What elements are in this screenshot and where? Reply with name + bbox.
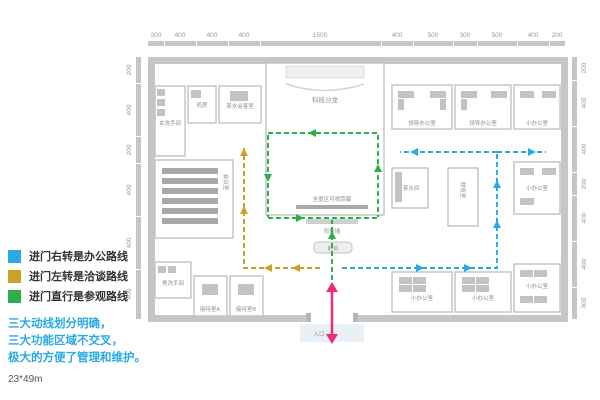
- dim-right-3: 200: [581, 178, 588, 189]
- room-label-leader-office-2: 领导办公室: [469, 119, 497, 127]
- label-front-desk: 前台: [327, 244, 339, 252]
- dim-top-2: 400: [207, 32, 218, 39]
- legend-item-tour: 进门直行是参观路线: [8, 286, 128, 306]
- room-label-meeting: 会议室: [222, 174, 230, 191]
- label-entrance: 入口: [313, 331, 324, 338]
- dim-top-0: 200: [151, 32, 162, 39]
- dim-left-3: 400: [126, 184, 133, 195]
- room-women-restroom: 女洗手间: [154, 85, 186, 157]
- room-label-small-office-top: 小办公室: [526, 119, 549, 127]
- stage-arc: [285, 83, 365, 92]
- room-label-small-office-b1: 小办公室: [411, 294, 434, 302]
- plan-size: 23*49m: [8, 374, 43, 385]
- room-small-office-mid: 小办公室: [513, 161, 561, 215]
- dim-top-1: 400: [175, 32, 186, 39]
- room-tea-room: 茶水间: [391, 167, 429, 209]
- note-line-2: 三大功能区域不交叉，: [8, 335, 123, 347]
- dim-left-2: 200: [126, 144, 133, 155]
- dim-left-0: 200: [126, 64, 133, 75]
- entrance-arrow: [326, 282, 338, 344]
- dim-top-9: 400: [528, 32, 539, 39]
- room-label-leader-office-1: 领导办公室: [408, 119, 436, 127]
- room-tea-reception: 茶水会客室: [218, 85, 262, 124]
- room-label-small-office-mid: 小办公室: [526, 184, 549, 192]
- room-label-small-office-b3: 小办公室: [526, 282, 549, 290]
- room-label-finance: 财务室: [459, 182, 467, 199]
- route-negotiation-arrows: [240, 148, 300, 272]
- room-machine: 机房: [187, 85, 217, 124]
- room-label-reception-b: 接待室B: [236, 305, 257, 313]
- label-panorama-screen: 全景区可视荧幕: [313, 195, 352, 203]
- dimension-labels-top: 200 400 400 400 1500 400 500 300 500 400…: [151, 32, 563, 39]
- dim-left-5: 400: [126, 288, 133, 299]
- room-label-machine: 机房: [196, 101, 208, 109]
- note-line-1: 三大动线划分明确，: [8, 318, 112, 330]
- room-label-small-office-b2: 小办公室: [472, 294, 495, 302]
- dim-right-4: 400: [581, 212, 588, 223]
- room-small-office-b2: 小办公室: [454, 271, 512, 313]
- room-finance: 财务室: [447, 167, 479, 227]
- room-label-tea-reception: 茶水会客室: [226, 102, 254, 110]
- legend-item-office: 进门右转是办公路线: [8, 246, 128, 266]
- route-legend: 进门右转是办公路线 进门左转是洽谈路线 进门直行是参观路线: [8, 246, 128, 306]
- dim-right-0: 200: [581, 62, 588, 73]
- route-tour: [264, 129, 382, 296]
- route-negotiation: [240, 148, 320, 272]
- route-tour-arrows: [264, 129, 382, 239]
- room-label-women-restroom: 女洗手间: [159, 119, 181, 127]
- negotiation-route-swatch: [8, 269, 21, 283]
- legend-label-office: 进门右转是办公路线: [29, 251, 128, 263]
- dimension-strip-left: [136, 57, 141, 319]
- dimension-labels-left: 200 400 200 400 400 400: [126, 64, 133, 299]
- room-meeting: 会议室: [154, 159, 234, 239]
- tour-route-swatch: [8, 289, 21, 303]
- room-reception-b: 接待室B: [229, 275, 264, 317]
- office-route-swatch: [8, 249, 21, 263]
- legend-item-negotiation: 进门左转是洽谈路线: [8, 266, 128, 286]
- dim-top-10: 200: [552, 32, 563, 39]
- dim-top-7: 300: [460, 32, 471, 39]
- room-leader-office-2: 领导办公室: [454, 84, 512, 130]
- room-label-reception-a: 接待室A: [200, 305, 221, 313]
- panorama-screen-bar: [296, 205, 368, 209]
- dimension-strip-right: [572, 57, 577, 319]
- dim-right-1: 400: [581, 97, 588, 108]
- dim-top-6: 500: [428, 32, 439, 39]
- legend-label-tour: 进门直行是参观路线: [29, 291, 128, 303]
- dim-right-6: 300: [581, 297, 588, 308]
- dim-right-2: 400: [581, 143, 588, 154]
- room-small-office-top: 小办公室: [513, 84, 561, 130]
- floor-plan: 女洗手间 机房 茶水会客室 会议室: [148, 57, 568, 342]
- room-label-tech-salon: 科技沙龙: [312, 95, 339, 104]
- note-line-3: 极大的方便了管理和维护。: [8, 352, 146, 364]
- dimension-strip-top: [148, 41, 565, 46]
- notes-block: 三大动线划分明确， 三大功能区域不交叉， 极大的方便了管理和维护。 23*49m: [8, 316, 146, 388]
- dim-top-4: 1500: [313, 32, 328, 39]
- room-label-men-restroom: 男洗手间: [162, 279, 184, 287]
- route-office: [342, 148, 546, 272]
- dim-right-5: 400: [581, 258, 588, 269]
- dimension-labels-right: 200 400 400 200 400 400 300: [581, 62, 588, 308]
- dim-top-3: 400: [239, 32, 250, 39]
- dim-left-4: 400: [126, 237, 133, 248]
- room-label-tea-room: 茶水间: [403, 184, 420, 192]
- room-leader-office-1: 领导办公室: [391, 84, 453, 130]
- dim-top-8: 500: [492, 32, 503, 39]
- room-small-office-b1: 小办公室: [391, 271, 453, 313]
- dim-top-5: 400: [392, 32, 403, 39]
- room-small-office-b3: 小办公室: [513, 263, 561, 313]
- room-reception-a: 接待室A: [193, 275, 228, 317]
- legend-label-negotiation: 进门左转是洽谈路线: [29, 271, 128, 283]
- route-office-arrows: [410, 148, 536, 272]
- room-men-restroom: 男洗手间: [154, 261, 192, 299]
- room-tech-salon: 科技沙龙 全景区可视荧幕: [265, 62, 385, 216]
- dim-left-1: 400: [126, 104, 133, 115]
